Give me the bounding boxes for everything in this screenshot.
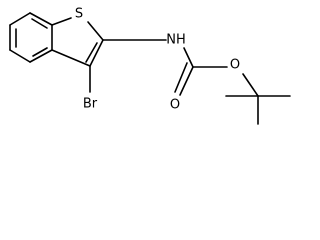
nitrogen-label: NH xyxy=(166,33,186,48)
bond-c7a-s xyxy=(51,17,72,26)
ether-oxygen-label: O xyxy=(230,58,240,73)
sulfur-label: S xyxy=(75,7,83,22)
thiophene-ring xyxy=(51,17,104,67)
bromine-label: Br xyxy=(83,97,98,112)
bond-benzene-4 xyxy=(29,49,53,63)
bond-carbonyl-o xyxy=(179,66,194,96)
chemical-structure-diagram: S NH Br O O xyxy=(9,7,291,125)
bond-benzene-double-3 xyxy=(32,47,48,57)
bond-c2-c3 xyxy=(89,39,104,67)
bond-s-c2 xyxy=(87,21,104,41)
bond-n-carbonyl xyxy=(183,47,194,68)
bond-oether-quaternary xyxy=(242,73,259,97)
bond-benzene-1 xyxy=(9,12,31,26)
tert-butyl-group xyxy=(225,95,291,125)
benzene-ring xyxy=(9,12,53,63)
bond-benzene-2 xyxy=(29,12,53,26)
bond-c3-c3a xyxy=(51,49,91,67)
bond-benzene-double-2 xyxy=(31,18,48,29)
carbamate-chain xyxy=(102,39,259,97)
bond-benzene-5 xyxy=(9,49,31,63)
bond-c2-c3-double xyxy=(85,42,98,63)
bond-carbonyl-o-double xyxy=(174,62,188,93)
carbonyl-oxygen-label: O xyxy=(170,98,180,113)
